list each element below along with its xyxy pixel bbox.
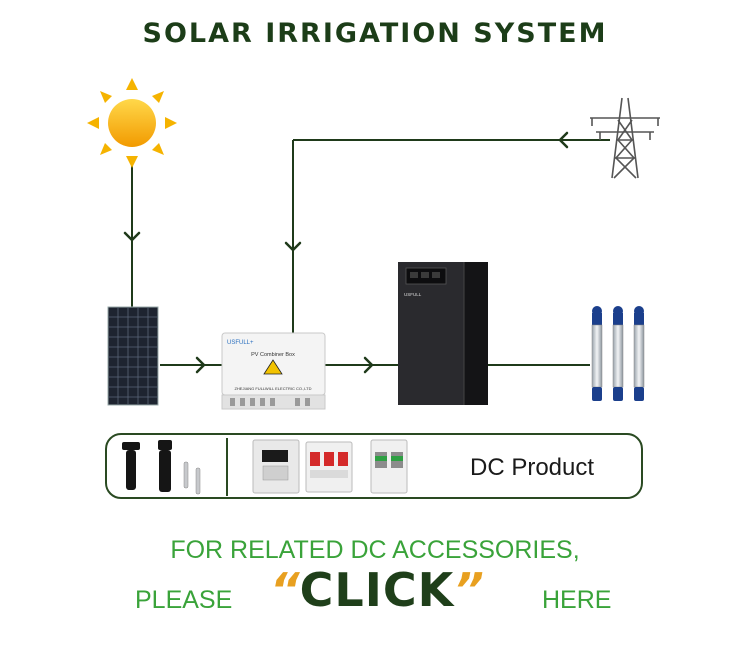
flow-arrow-left	[558, 131, 569, 149]
inverter-icon: USFULL	[398, 262, 488, 405]
surge-protector-icon	[370, 439, 408, 494]
dc-breaker-icon	[305, 441, 353, 493]
mc4-connector-icon	[122, 440, 201, 495]
wiring	[131, 139, 610, 366]
combiner-brand: USFULL+	[227, 340, 254, 346]
close-quote: ”	[454, 563, 484, 617]
page-title: SOLAR IRRIGATION SYSTEM	[142, 18, 608, 49]
product-divider	[226, 438, 228, 496]
submersible-pumps	[591, 306, 645, 401]
flow-arrow-right-1	[195, 356, 206, 374]
submersible-pump-icon	[591, 306, 603, 401]
flow-arrows	[123, 131, 569, 374]
dc-product-panel[interactable]	[105, 433, 643, 499]
cta-please: PLEASE	[135, 586, 233, 614]
sun-icon	[87, 78, 177, 168]
flow-arrow-down-1	[123, 231, 141, 242]
cta-here: HERE	[542, 586, 612, 614]
combiner-box-icon: USFULL+ PV Combiner Box ZHEJIANG FULLWIL…	[221, 332, 326, 410]
combiner-name: PV Combiner Box	[251, 352, 295, 358]
click-here-link[interactable]: “CLICK”	[270, 563, 484, 617]
submersible-pump-icon	[612, 306, 624, 401]
combiner-maker: ZHEJIANG FULLWILL ELECTRIC CO.,LTD	[234, 386, 311, 391]
flow-arrow-right-2	[363, 356, 374, 374]
cta-line-1: FOR RELATED DC ACCESSORIES,	[170, 536, 580, 564]
warning-triangle-icon	[263, 359, 283, 375]
solar-panel-icon	[107, 306, 159, 406]
inverter-brand: USFULL	[404, 292, 422, 297]
dc-product-label[interactable]: DC Product	[470, 454, 595, 481]
click-word[interactable]: CLICK	[299, 563, 455, 617]
transmission-tower-icon	[590, 97, 660, 179]
open-quote: “	[270, 563, 300, 617]
submersible-pump-icon	[633, 306, 645, 401]
flow-arrow-down-2	[284, 241, 302, 252]
dc-breaker-icon	[252, 439, 300, 494]
